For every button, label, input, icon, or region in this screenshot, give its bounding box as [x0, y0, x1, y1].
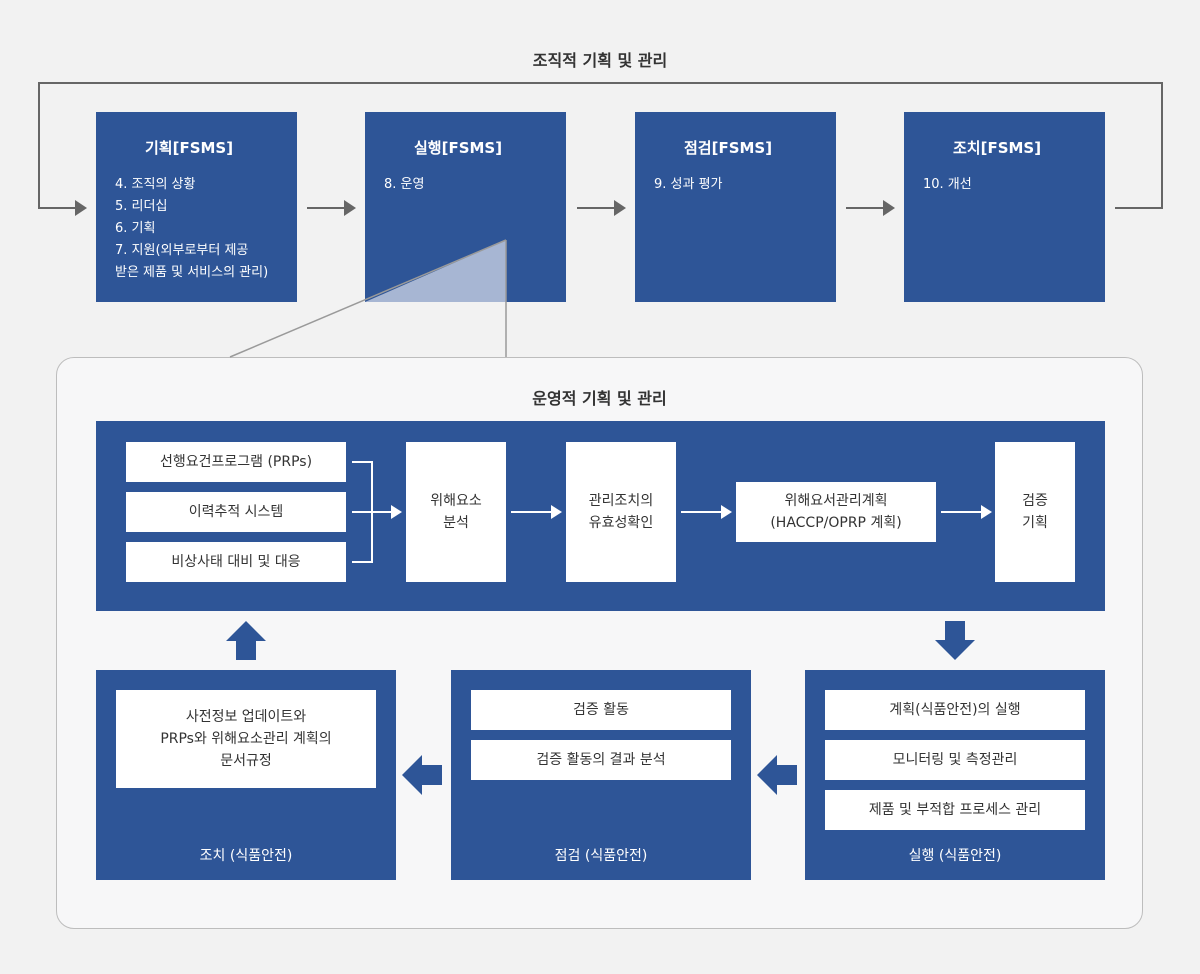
- haccp-line: (HACCP/OPRP 계획): [770, 515, 902, 531]
- verify-line: 검증: [1022, 493, 1048, 509]
- act-line: PRPs와 위해요소관리 계획의: [160, 731, 332, 747]
- up-block-arrow: [226, 621, 266, 660]
- hazard-line: 분석: [443, 515, 469, 531]
- act-caption: 조치 (식품안전): [199, 848, 293, 864]
- act-line: 사전정보 업데이트와: [185, 709, 307, 725]
- fsms-check-items: 9. 성과 평가: [654, 174, 723, 196]
- org-loop-line: [38, 82, 1163, 209]
- fsms-check-box: 점검[FSMS] 9. 성과 평가: [635, 112, 836, 302]
- verify-line: 기획: [1022, 515, 1048, 531]
- fsms-act-box: 조치[FSMS] 10. 개선: [904, 112, 1105, 302]
- fsms-plan-item: 6. 기획: [115, 221, 156, 236]
- fsms-plan-title: 기획[FSMS]: [145, 139, 234, 157]
- arrow-to-hazard: [391, 505, 402, 519]
- nonconformity-box: 제품 및 부적합 프로세스 관리: [825, 790, 1085, 830]
- hazard-line: 위해요소: [430, 493, 482, 509]
- fsms-plan-item: 4. 조직의 상황: [115, 177, 196, 192]
- fsms-check-item: 9. 성과 평가: [654, 177, 723, 192]
- fsms-plan-item: 받은 제품 및 서비스의 관리): [115, 265, 269, 280]
- org-title: 조직적 기획 및 관리: [532, 51, 668, 70]
- fsms-check-title: 점검[FSMS]: [684, 139, 773, 157]
- ops-title: 운영적 기획 및 관리: [532, 389, 667, 408]
- fsms-act-title: 조치[FSMS]: [953, 139, 1042, 157]
- fsms-plan-items: 4. 조직의 상황 5. 리더십 6. 기획 7. 지원(외부로부터 제공 받은…: [115, 174, 268, 284]
- verification-activity-box: 검증 활동: [471, 690, 731, 730]
- emergency-box: 비상사태 대비 및 대응: [126, 542, 346, 582]
- fsms-plan-box: 기획[FSMS] 4. 조직의 상황 5. 리더십 6. 기획 7. 지원(외부…: [96, 112, 297, 302]
- hazard-analysis-box: 위해요소 분석: [406, 442, 506, 582]
- fsms-act-items: 10. 개선: [923, 174, 972, 196]
- monitoring-box: 모니터링 및 측정관리: [825, 740, 1085, 780]
- fsms-do-item: 8. 운영: [384, 177, 425, 192]
- act-document-box: 사전정보 업데이트와 PRPs와 위해요소관리 계획의 문서규정: [116, 690, 376, 788]
- haccp-plan-box: 위해요서관리계획 (HACCP/OPRP 계획): [736, 482, 936, 542]
- prp-box: 선행요건프로그램 (PRPs): [126, 442, 346, 482]
- fsms-do-title: 실행[FSMS]: [414, 139, 503, 157]
- org-loop-arrowhead: [75, 200, 87, 216]
- fsms-do-items: 8. 운영: [384, 174, 424, 196]
- left-block-arrow-1: [757, 755, 797, 795]
- validation-box: 관리조치의 유효성확인: [566, 442, 676, 582]
- fsms-plan-item: 5. 리더십: [115, 199, 168, 214]
- traceability-box: 이력추적 시스템: [126, 492, 346, 532]
- do-caption: 실행 (식품안전): [908, 848, 1002, 864]
- check-caption: 점검 (식품안전): [554, 848, 648, 864]
- verification-plan-box: 검증 기획: [995, 442, 1075, 582]
- check-food-safety-box: 검증 활동 검증 활동의 결과 분석 점검 (식품안전): [451, 670, 751, 880]
- fsms-plan-item: 7. 지원(외부로부터 제공: [115, 243, 249, 258]
- fsms-act-item: 10. 개선: [923, 177, 972, 192]
- validation-line: 유효성확인: [588, 515, 654, 531]
- verification-result-box: 검증 활동의 결과 분석: [471, 740, 731, 780]
- do-food-safety-box: 계획(식품안전)의 실행 모니터링 및 측정관리 제품 및 부적합 프로세스 관…: [805, 670, 1105, 880]
- haccp-line: 위해요서관리계획: [784, 493, 888, 509]
- plan-execution-box: 계획(식품안전)의 실행: [825, 690, 1085, 730]
- act-food-safety-box: 사전정보 업데이트와 PRPs와 위해요소관리 계획의 문서규정 조치 (식품안…: [96, 670, 396, 880]
- act-line: 문서규정: [220, 753, 272, 769]
- down-block-arrow: [935, 621, 975, 660]
- validation-line: 관리조치의: [588, 493, 654, 509]
- left-block-arrow-2: [402, 755, 442, 795]
